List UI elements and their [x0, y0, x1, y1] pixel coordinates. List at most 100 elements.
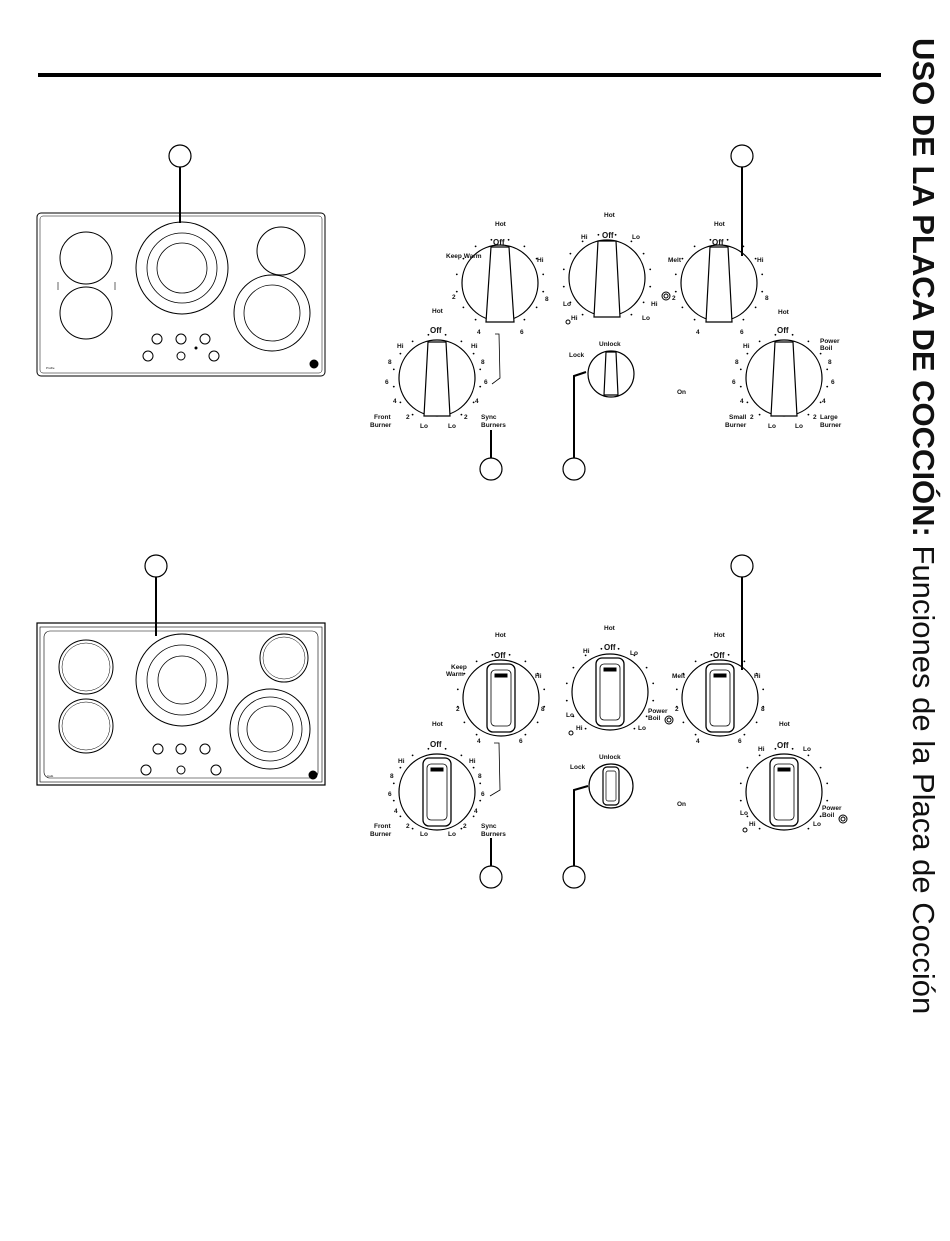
label: Hot — [495, 221, 507, 228]
tick-dot — [826, 799, 829, 802]
tick-dot — [758, 413, 761, 416]
tick-dot — [675, 705, 678, 708]
label: Hi — [469, 758, 476, 765]
callout-bottom-lock — [562, 785, 589, 889]
tick-dot — [456, 705, 459, 708]
knob-sync[interactable] — [398, 339, 476, 417]
tick-dot — [630, 313, 633, 316]
label: Lo — [566, 712, 574, 719]
tick-dot — [581, 313, 584, 316]
knob-power-boil[interactable] — [745, 753, 823, 831]
tick-dot — [597, 233, 600, 236]
tick-dot — [762, 688, 765, 691]
label: Lo — [632, 234, 640, 241]
callout-top-sync — [479, 430, 503, 481]
tick-dot — [524, 660, 527, 663]
label: 2 — [456, 706, 460, 713]
tick-dot — [755, 672, 758, 675]
knob-power-boil[interactable] — [745, 339, 823, 417]
label: Lo — [638, 725, 646, 732]
tick-dot — [543, 705, 546, 708]
tick-dot — [743, 660, 746, 663]
tick-dot — [630, 240, 633, 243]
tick-dot — [392, 782, 395, 785]
label: Hi — [583, 648, 590, 655]
tick-dot — [755, 721, 758, 724]
tick-dot — [739, 799, 742, 802]
knob-labels-top: Hot Off Keep Warm Hi 2 8 4 6 Hot Off Hi … — [370, 212, 842, 430]
tick-dot — [392, 368, 395, 371]
label-on: On — [677, 389, 686, 396]
label: Lo — [642, 315, 650, 322]
knob-melt[interactable] — [681, 659, 759, 737]
tick-dot — [462, 257, 465, 260]
callout-top-lock — [562, 371, 587, 481]
knob-double[interactable] — [568, 239, 646, 318]
label: Hi — [758, 746, 765, 753]
tick-dot — [456, 688, 459, 691]
tick-dot — [444, 747, 447, 750]
cooktop-top — [36, 212, 326, 377]
knob-keep-warm[interactable] — [462, 659, 540, 737]
cooktop-bottom — [36, 622, 326, 786]
label: 8 — [478, 773, 482, 780]
tick-dot — [565, 682, 568, 685]
label: Lo — [813, 821, 821, 828]
tick-dot — [694, 733, 697, 736]
label: Hi — [537, 257, 544, 264]
tick-dot — [774, 747, 777, 750]
tick-dot — [392, 799, 395, 802]
tick-dot — [758, 827, 761, 830]
label: Hot — [714, 221, 726, 228]
tick-dot — [652, 699, 655, 702]
tick-dot — [584, 727, 587, 730]
label: 6 — [738, 738, 742, 745]
tick-dot — [758, 754, 761, 757]
tick-dot — [746, 766, 749, 769]
label: Hi — [471, 343, 478, 350]
knob-lock[interactable] — [587, 350, 635, 398]
tick-dot — [444, 333, 447, 336]
label: Lo — [563, 301, 571, 308]
label: 4 — [696, 329, 700, 336]
tick-dot — [455, 290, 458, 293]
tick-dot — [460, 754, 463, 757]
tick-dot — [479, 385, 482, 388]
tick-dot — [535, 306, 538, 309]
knob-sync[interactable] — [398, 753, 476, 831]
knob-double[interactable] — [571, 653, 649, 731]
tick-dot — [709, 238, 712, 241]
burner-right-rear — [256, 226, 306, 276]
tick-dot — [649, 285, 652, 288]
label: 4 — [477, 738, 481, 745]
label: Hot — [432, 721, 444, 728]
label: Hi — [581, 234, 588, 241]
label: Off — [430, 740, 442, 749]
label: 2 — [452, 294, 456, 301]
tick-dot — [474, 245, 477, 248]
label: 6 — [484, 379, 488, 386]
knob-lock[interactable] — [588, 763, 634, 809]
label: Off — [602, 231, 614, 240]
label: 2 — [675, 706, 679, 713]
tick-dot — [535, 257, 538, 260]
label: Hi — [743, 343, 750, 350]
tick-dot — [581, 240, 584, 243]
label: Melt — [668, 257, 682, 264]
label: Off — [712, 238, 724, 247]
label: Off — [494, 651, 506, 660]
tick-dot — [411, 754, 414, 757]
label: 8 — [765, 295, 769, 302]
label: Hi — [571, 315, 578, 322]
label: 8 — [761, 706, 765, 713]
label: 8 — [828, 359, 832, 366]
knob-melt[interactable] — [680, 244, 758, 323]
label: 6 — [831, 379, 835, 386]
knob-keep-warm[interactable] — [461, 244, 539, 323]
